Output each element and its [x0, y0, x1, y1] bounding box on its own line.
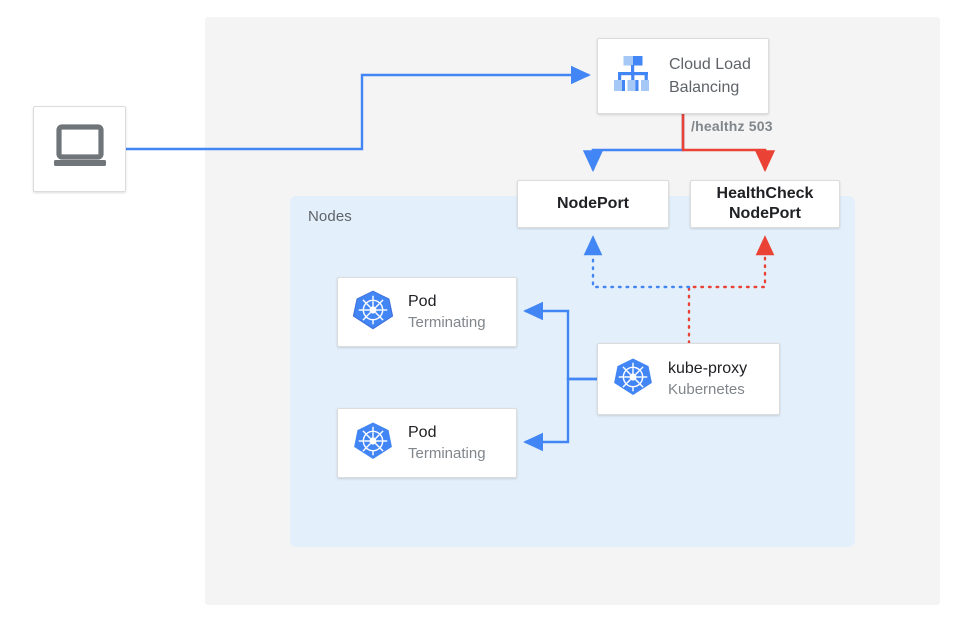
nodes-group-label: Nodes — [308, 208, 352, 225]
healthcheck-nodeport-label: HealthCheck NodePort — [717, 184, 814, 224]
kubernetes-icon — [612, 356, 654, 403]
kubernetes-icon — [352, 420, 394, 467]
pod-box: Pod Terminating — [337, 277, 517, 347]
kube-proxy-title: kube-proxy — [668, 360, 748, 377]
pod-title: Pod — [408, 293, 437, 310]
pod-text: Pod Terminating — [408, 291, 486, 333]
nodeport-label: NodePort — [557, 195, 629, 212]
healthcheck-nodeport-box: HealthCheck NodePort — [690, 180, 840, 228]
pod-title: Pod — [408, 424, 437, 441]
kube-proxy-text: kube-proxy Kubernetes — [668, 358, 747, 400]
cloud-load-balancing-box: Cloud Load Balancing — [597, 38, 769, 114]
kube-proxy-box: kube-proxy Kubernetes — [597, 343, 780, 415]
healthcheck-nodeport-label-line2: NodePort — [728, 205, 801, 222]
cloud-load-balancing-label: Cloud Load Balancing — [669, 53, 751, 99]
pod-text: Pod Terminating — [408, 422, 486, 464]
pod-status: Terminating — [408, 445, 486, 462]
laptop-icon — [52, 123, 108, 175]
nodeport-box: NodePort — [517, 180, 669, 228]
kubernetes-icon — [352, 289, 394, 336]
kube-proxy-subtitle: Kubernetes — [668, 381, 745, 398]
healthz-status-label: /healthz 503 — [691, 118, 773, 134]
cloud-load-balancing-icon — [610, 53, 656, 100]
healthcheck-nodeport-label-line1: HealthCheck — [716, 185, 814, 202]
client-device-box — [33, 106, 126, 192]
cloud-load-balancing-label-line2: Balancing — [669, 79, 740, 96]
pod-box: Pod Terminating — [337, 408, 517, 478]
pod-status: Terminating — [408, 314, 486, 331]
cloud-load-balancing-label-line1: Cloud Load — [669, 56, 751, 73]
